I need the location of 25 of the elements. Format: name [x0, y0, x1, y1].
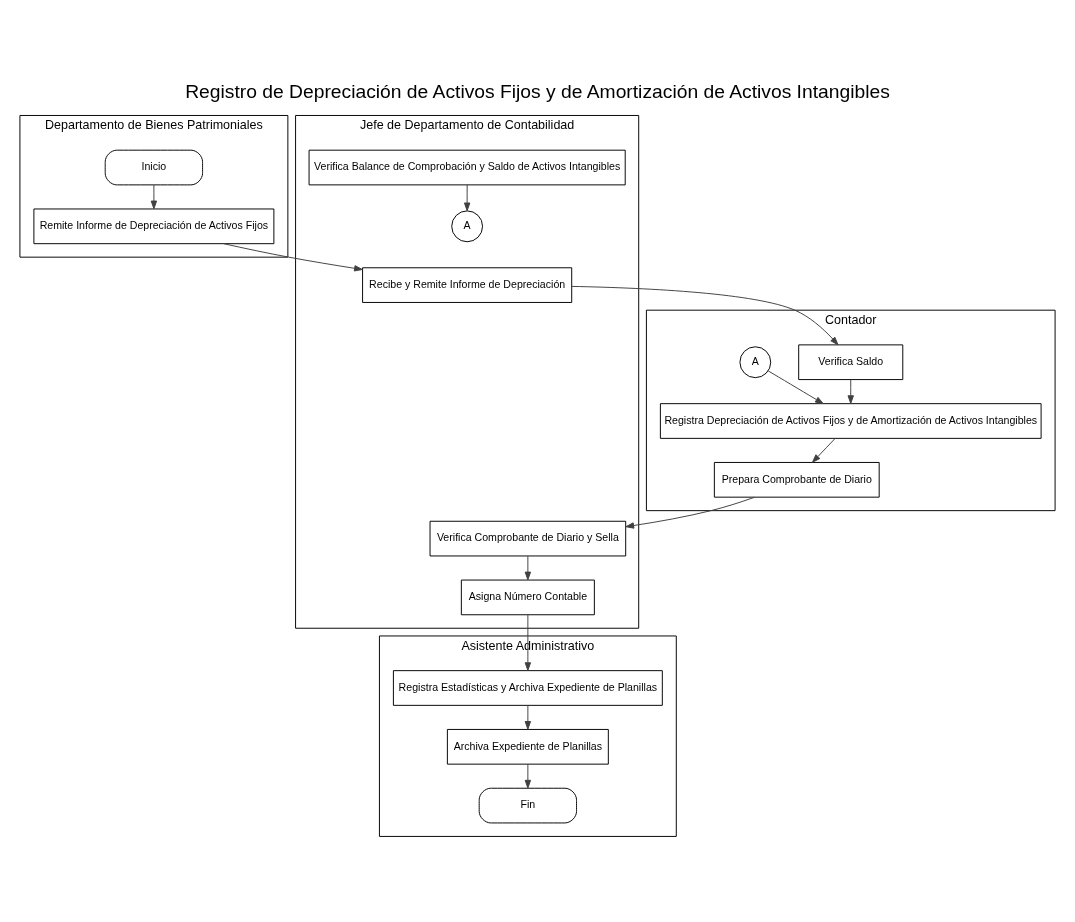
arrow	[571, 285, 839, 345]
node-box: Remite Informe de Depreciación de Activos Fijos	[33, 208, 275, 244]
arrow	[524, 704, 532, 730]
node-box: Inicio	[104, 149, 204, 185]
node-box: Fin	[478, 787, 577, 823]
node-circle: A	[739, 345, 772, 378]
arrow	[812, 437, 836, 463]
node-box: Registra Depreciación de Activos Fijos y de Amortización de Activos Intangibles	[659, 402, 1042, 439]
node-box: Asigna Número Contable	[460, 579, 595, 615]
node-box: Prepara Comprobante de Diario	[713, 461, 880, 498]
arrow	[524, 763, 532, 788]
arrow	[150, 183, 158, 209]
node-box: Verifica Balance de Comprobación y Saldo de Activos Intangibles	[308, 149, 626, 185]
node-box: Archiva Expediente de Planillas	[446, 728, 609, 765]
node-circle: A	[451, 209, 484, 242]
node-box: Verifica Saldo	[798, 343, 904, 380]
node-box: Registra Estadísticas y Archiva Expediente de Planillas	[392, 669, 663, 706]
arrow	[463, 183, 471, 211]
node-box: Recibe y Remite Informe de Depreciación	[362, 266, 573, 303]
arrow	[524, 555, 532, 580]
arrow	[847, 378, 854, 404]
arrow	[767, 369, 824, 404]
diagram-title: Registro de Depreciación de Activos Fijos y de Amortización de Activos Intangibles	[185, 80, 890, 102]
arrow	[524, 614, 532, 671]
node-box: Verifica Comprobante de Diario y Sella	[429, 520, 627, 556]
